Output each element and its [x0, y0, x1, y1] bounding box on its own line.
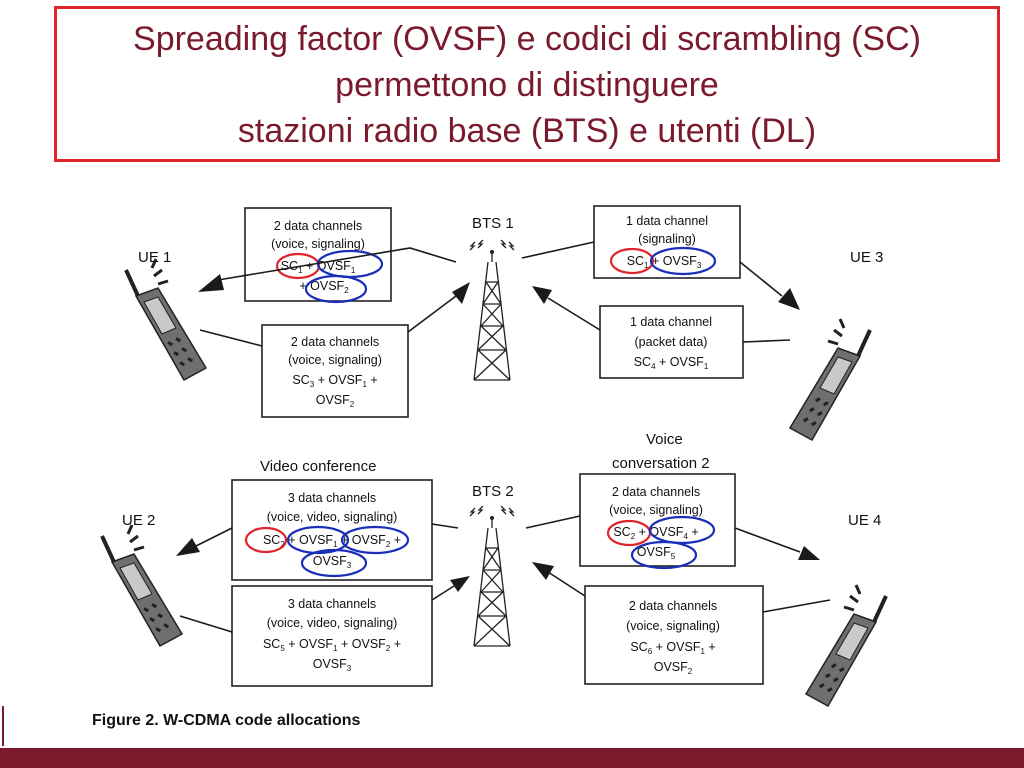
ovsf2-highlight: [304, 274, 368, 304]
ovsf3-highlight-ue2: [300, 548, 368, 578]
arrow-ue1-to-bts1: [407, 295, 457, 333]
ovsf3-highlight: [649, 246, 717, 276]
box8-line2: (voice, signaling): [626, 619, 720, 633]
arrow-ue3-uplink-start: [742, 339, 791, 343]
box4-line2: (packet data): [635, 335, 708, 349]
arrow-ue1-uplink-start: [199, 329, 263, 347]
arrow-ue2-uplink-start: [179, 615, 233, 633]
ue2-label: UE 2: [122, 512, 155, 529]
ovsf5-highlight: [630, 540, 698, 570]
title-line-3: stazioni radio base (BTS) e utenti (DL): [237, 112, 817, 150]
box6-line2: (voice, video, signaling): [267, 616, 398, 630]
arrow-bts1-to-ue1: [217, 247, 457, 281]
ue4-phone-icon: [804, 583, 888, 708]
arrow-ue4-to-bts2: [547, 571, 586, 597]
box-ue4-downlink: [579, 473, 736, 567]
ovsf1-highlight-ue2: [286, 525, 350, 555]
box3-line1: 1 data channel: [626, 214, 708, 228]
arrow-bts1-to-ue3: [739, 261, 783, 297]
box-ue1-uplink: [261, 324, 409, 418]
ovsf2-highlight-ue2: [340, 525, 410, 555]
bts1-label: BTS 1: [472, 215, 514, 232]
voice-conversation-label-1: Voice: [646, 431, 683, 448]
box-ue4-uplink: [584, 585, 764, 685]
arrow-bts2-to-ue4: [734, 527, 801, 553]
arrow-bts2-to-ue2: [195, 527, 233, 547]
box3-line3: SC1 + OVSF3: [627, 254, 702, 270]
bts2-label: BTS 2: [472, 483, 514, 500]
box-ue3-downlink: [593, 205, 741, 279]
box5-line2: (voice, video, signaling): [267, 510, 398, 524]
arrow-ue2-to-bts2: [431, 585, 455, 601]
box8-line4: OVSF2: [654, 660, 693, 676]
box7-line2: (voice, signaling): [609, 503, 703, 517]
title-line-1: Spreading factor (OVSF) e codici di scra…: [133, 20, 921, 58]
box4-line1: 1 data channel: [630, 315, 712, 329]
box5-line4: OVSF3: [313, 554, 352, 570]
box7-line1: 2 data channels: [612, 485, 700, 499]
box2-line3: SC3 + OVSF1 +: [292, 373, 377, 389]
box7-line3: SC2 + OVSF4 +: [613, 525, 698, 541]
box1-line2: (voice, signaling): [271, 237, 365, 251]
box-ue2-uplink: [231, 585, 433, 687]
box4-line3: SC4 + OVSF1: [634, 355, 709, 371]
voice-conversation-label-2: conversation 2: [612, 455, 710, 472]
box1-line4: + OVSF2: [299, 279, 349, 295]
footer-band: [0, 748, 1024, 768]
arrow-bts2-downlink-right: [525, 515, 581, 529]
ue4-label: UE 4: [848, 512, 881, 529]
bts1-tower-icon: [469, 239, 515, 381]
arrow-bts2-downlink-start: [431, 523, 459, 529]
sc1-highlight-ue3: [609, 247, 655, 275]
title-box: Spreading factor (OVSF) e codici di scra…: [54, 6, 1000, 162]
box6-line4: OVSF3: [313, 657, 352, 673]
box8-line3: SC6 + OVSF1 +: [630, 640, 715, 656]
box3-line2: (signaling): [638, 232, 696, 246]
box2-line2: (voice, signaling): [288, 353, 382, 367]
ue2-phone-icon: [100, 523, 184, 648]
box5-line1: 3 data channels: [288, 491, 376, 505]
arrow-bts1-downlink-start: [521, 241, 595, 259]
sc2-highlight: [244, 526, 288, 554]
bts2-tower-icon: [469, 505, 515, 647]
arrow-ue4-uplink-start: [762, 599, 831, 613]
box8-line1: 2 data channels: [629, 599, 717, 613]
box2-line4: OVSF2: [316, 393, 355, 409]
box6-line1: 3 data channels: [288, 597, 376, 611]
left-accent-rule: [2, 706, 4, 746]
box6-line3: SC5 + OVSF1 + OVSF2 +: [263, 637, 401, 653]
ue1-label: UE 1: [138, 249, 171, 266]
video-conference-label: Video conference: [260, 458, 376, 475]
ue3-label: UE 3: [850, 249, 883, 266]
title-line-2: permettono di distinguere: [335, 66, 719, 104]
ue1-phone-icon: [124, 257, 208, 382]
box2-line1: 2 data channels: [291, 335, 379, 349]
box1-line1: 2 data channels: [274, 219, 362, 233]
ue3-phone-icon: [788, 317, 872, 442]
figure-caption: Figure 2. W-CDMA code allocations: [92, 712, 361, 729]
arrow-ue3-to-bts1: [547, 297, 601, 331]
box7-line4: OVSF5: [637, 545, 676, 561]
ovsf4-highlight: [648, 515, 716, 545]
